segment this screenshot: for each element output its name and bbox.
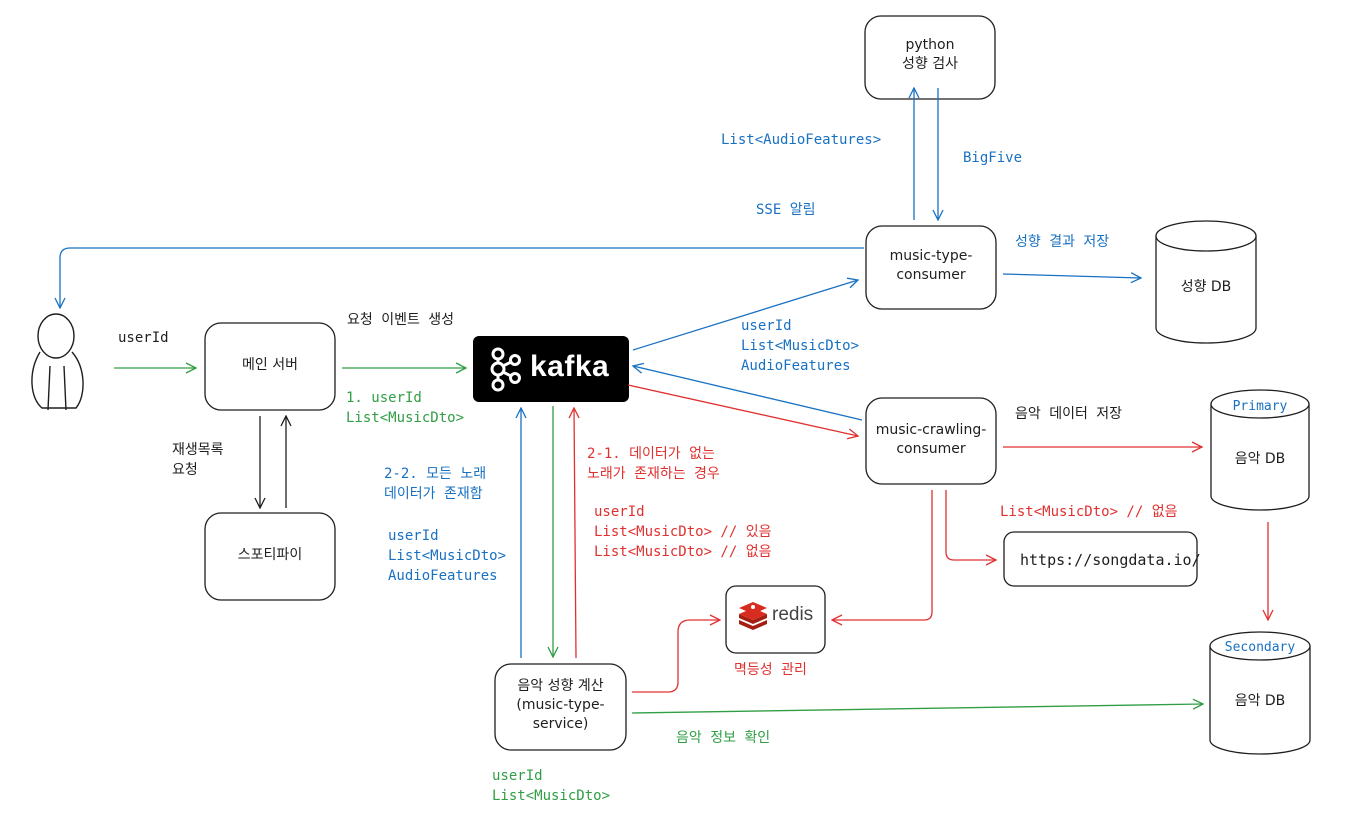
audio-features-list-label: List<AudioFeatures> — [721, 132, 882, 148]
music-crawling-consumer-node — [865, 397, 997, 485]
user-figure — [31, 313, 84, 411]
music-type-consumer-line2: consumer — [896, 267, 966, 283]
playlist-request-label: 재생목록 요청 — [172, 442, 224, 478]
music-type-service-label: 음악 성향 계산 (music-type- service) — [495, 677, 626, 734]
service-output-label: userId List<MusicDto> — [492, 768, 611, 804]
event-create-label: 요청 이벤트 생성 — [347, 312, 455, 328]
arrow-crawling-to-redis — [832, 490, 933, 620]
tendency-db-label: 성향 DB — [1180, 279, 1232, 295]
songdata-url: https://songdata.io/ — [1020, 551, 1201, 569]
secondary-db-node — [1209, 631, 1311, 755]
music-type-service-line3: service) — [532, 716, 589, 732]
music-crawling-consumer-line2: consumer — [896, 441, 966, 457]
main-server-label: 메인 서버 — [242, 357, 298, 373]
main-server-node — [204, 322, 336, 411]
python-node — [864, 15, 996, 100]
arrow-type-consumer-to-db — [1002, 274, 1141, 278]
redis-node — [725, 585, 826, 654]
secondary-db-label: 음악 DB — [1234, 693, 1286, 709]
secondary-db-title: Secondary — [1224, 640, 1296, 655]
music-type-service-node — [494, 663, 627, 751]
idempotency-label: 멱등성 관리 — [734, 662, 807, 678]
kafka-to-service-label: userId List<MusicDto> // 있음 List<MusicDt… — [594, 504, 772, 560]
music-crawling-consumer-label: music-crawling- consumer — [866, 421, 996, 459]
kafka-node — [473, 336, 629, 402]
songdata-node — [1003, 531, 1198, 587]
arrow-service-to-redis — [632, 620, 720, 693]
user-id-label: userId — [118, 330, 169, 346]
big-five-label: BigFive — [963, 150, 1023, 166]
arrow-kafka-to-crawling — [627, 384, 858, 436]
music-crawling-consumer-line1: music-crawling- — [875, 422, 987, 438]
step2-2-label: 2-2. 모든 노래 데이터가 존재함 — [384, 466, 487, 502]
primary-db-title: Primary — [1232, 399, 1288, 414]
check-music-info-label: 음악 정보 확인 — [676, 730, 771, 746]
arrow-service-to-kafka-red — [574, 408, 576, 659]
primary-db-node — [1210, 389, 1310, 511]
python-label-line2: 성향 검사 — [902, 56, 958, 72]
kafka-label: kafka — [530, 350, 610, 383]
python-label: python 성향 검사 — [865, 36, 995, 74]
service-to-kafka-label: userId List<MusicDto> AudioFeatures — [388, 528, 507, 584]
arrow-crawling-to-songdata — [945, 490, 996, 560]
music-type-consumer-label: music-type- consumer — [866, 247, 996, 285]
music-type-consumer-node — [865, 225, 997, 310]
spotify-node — [204, 512, 336, 601]
arrow-service-to-secondary — [631, 704, 1203, 714]
redis-label: redis — [772, 604, 814, 625]
tendency-db-node — [1155, 220, 1257, 344]
save-tendency-label: 성향 결과 저장 — [1015, 234, 1110, 250]
sse-alarm-label: SSE 알림 — [756, 202, 816, 218]
python-label-line1: python — [905, 37, 955, 53]
music-type-consumer-line1: music-type- — [889, 248, 973, 264]
arrow-kafka-to-type-consumer — [632, 280, 858, 351]
arrow-crawling-to-kafka — [633, 366, 863, 421]
step2-1-label: 2-1. 데이터가 없는 노래가 존재하는 경우 — [587, 446, 720, 482]
kafka-logo-icon — [490, 347, 521, 392]
step1-label: 1. userId List<MusicDto> — [346, 390, 465, 426]
save-music-data-label: 음악 데이터 저장 — [1015, 406, 1123, 422]
redis-logo-icon — [739, 602, 767, 630]
kafka-to-type-consumer-label: userId List<MusicDto> AudioFeatures — [741, 318, 860, 374]
missing-list-label: List<MusicDto> // 없음 — [1000, 504, 1178, 520]
spotify-label: 스포티파이 — [237, 547, 303, 563]
arrow-sse-to-user — [60, 247, 864, 308]
primary-db-label: 음악 DB — [1234, 451, 1286, 467]
music-type-service-line2: (music-type- — [516, 697, 605, 713]
music-type-service-line1: 음악 성향 계산 — [517, 678, 604, 694]
